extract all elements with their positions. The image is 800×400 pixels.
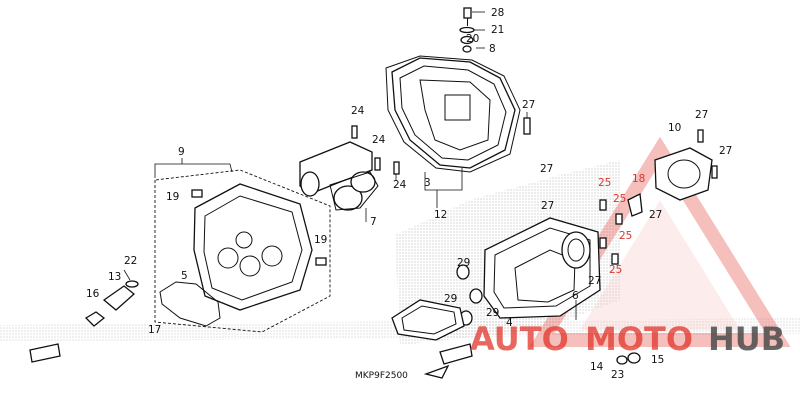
watermark-word-hub: HUB <box>708 320 785 358</box>
callout-18: 18 <box>632 173 645 185</box>
side-cover <box>483 217 601 320</box>
callout-27: 27 <box>695 109 708 121</box>
top-bolt-stack <box>459 7 485 53</box>
callout-8: 8 <box>489 43 496 55</box>
callout-29: 29 <box>486 307 499 319</box>
callout-19: 19 <box>314 234 327 246</box>
callout-15: 15 <box>651 354 664 366</box>
cylinder-head <box>154 158 331 333</box>
callout-14: 14 <box>590 361 604 373</box>
callout-25: 25 <box>598 177 611 189</box>
callout-6: 6 <box>572 290 579 302</box>
bolts-25 <box>599 193 643 265</box>
callout-27: 27 <box>540 163 553 175</box>
callout-3: 3 <box>424 177 431 189</box>
tensioner-parts <box>84 269 139 327</box>
gasket-5 <box>159 281 221 327</box>
callout-24: 24 <box>351 105 365 117</box>
watermark-word-moto: MOTO <box>585 320 693 358</box>
callout-28: 28 <box>491 7 504 19</box>
cylinder-head-cover <box>385 55 521 208</box>
bolt-27-cover <box>523 112 531 135</box>
callout-13: 13 <box>108 271 121 283</box>
insulator-pad <box>391 299 465 341</box>
callout-27: 27 <box>522 99 535 111</box>
bolts-24 <box>351 125 400 180</box>
diagram-code: MKP9F2500 <box>355 371 408 381</box>
callout-4: 4 <box>506 317 513 329</box>
callout-12: 12 <box>434 209 447 221</box>
callout-labels: 2821208242424271027279191931272727252518… <box>86 7 732 381</box>
cap-10 <box>654 129 718 201</box>
callout-22: 22 <box>124 255 137 267</box>
callout-23: 23 <box>611 369 624 381</box>
callout-29: 29 <box>444 293 457 305</box>
callout-20: 20 <box>466 33 479 45</box>
callout-24: 24 <box>372 134 386 146</box>
callout-16: 16 <box>86 288 100 300</box>
callout-17: 17 <box>148 324 161 336</box>
callout-25: 25 <box>613 193 626 205</box>
callout-7: 7 <box>370 216 377 228</box>
callout-29: 29 <box>457 257 470 269</box>
callout-27: 27 <box>541 200 554 212</box>
watermark-word-auto: AUTO <box>470 320 569 358</box>
callout-27: 27 <box>719 145 732 157</box>
watermark-logo: AUTO MOTO HUB <box>470 320 785 358</box>
callout-10: 10 <box>668 122 681 134</box>
lower-parts <box>29 343 641 379</box>
callout-27: 27 <box>588 275 601 287</box>
callout-25: 25 <box>609 264 622 276</box>
callout-21: 21 <box>491 24 504 36</box>
callout-27: 27 <box>649 209 662 221</box>
callout-24: 24 <box>393 179 407 191</box>
collars-29 <box>456 264 483 326</box>
cam-holder <box>299 141 379 222</box>
callout-5: 5 <box>181 270 188 282</box>
callout-25: 25 <box>619 230 632 242</box>
callout-19: 19 <box>166 191 179 203</box>
callout-9: 9 <box>178 146 185 158</box>
